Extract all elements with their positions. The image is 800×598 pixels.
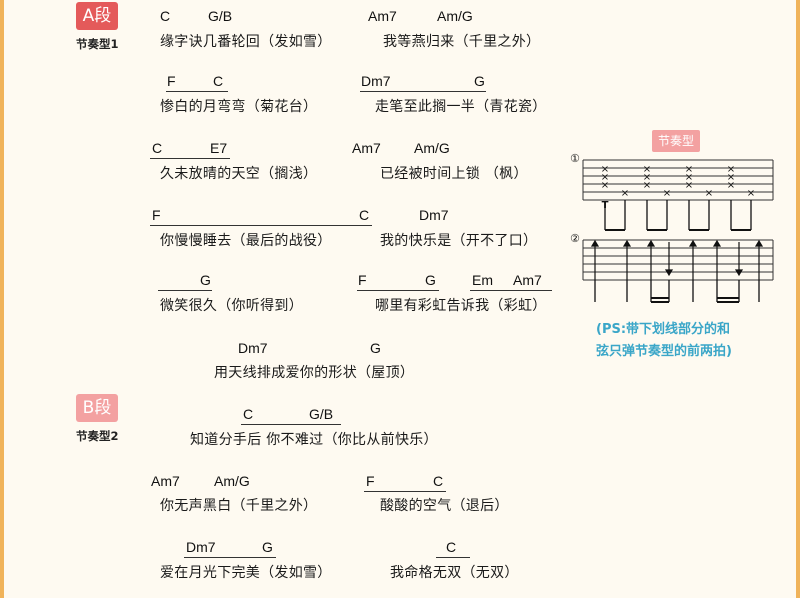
chord-underline: [436, 557, 470, 558]
lyric-line: 你慢慢睡去（最后的战役）: [160, 233, 332, 249]
svg-text:×: ×: [685, 180, 693, 191]
chord: C: [446, 539, 457, 555]
svg-text:×: ×: [663, 188, 671, 199]
svg-text:×: ×: [727, 172, 735, 183]
chord-underline: [158, 290, 212, 291]
left-border: [0, 0, 4, 598]
chord: Em: [472, 272, 493, 288]
svg-text:×: ×: [621, 188, 629, 199]
svg-text:×: ×: [643, 180, 651, 191]
chord-underline: [470, 290, 552, 291]
chord: G: [425, 272, 436, 288]
chord: Dm7: [361, 73, 391, 89]
chord: G/B: [309, 406, 334, 422]
chord: Am7: [368, 8, 397, 24]
chord: F: [167, 73, 176, 89]
lyric-line: 爱在月光下完美（发如雪）: [160, 565, 332, 581]
svg-text:×: ×: [685, 164, 693, 175]
svg-text:×: ×: [705, 188, 713, 199]
svg-text:×: ×: [727, 180, 735, 191]
chord: G: [200, 272, 211, 288]
rhythm-pattern-badge: 节奏型: [652, 130, 700, 152]
chord: Am7: [151, 473, 180, 489]
chord: G: [262, 539, 273, 555]
lyric-line: 用天线排成爱你的形状（屋顶）: [214, 365, 415, 381]
chord: Dm7: [238, 340, 268, 356]
right-border: [796, 0, 800, 598]
rhythm-tab-1: ××× × ××× × ××× × ××× × T: [582, 159, 774, 231]
chord: F: [366, 473, 375, 489]
ps-note-line-1: (PS:带下划线部分的和: [596, 322, 731, 337]
chord: Am7: [513, 272, 542, 288]
lyric-line: 我的快乐是（开不了口）: [380, 233, 538, 249]
svg-text:×: ×: [747, 188, 755, 199]
lyric-line: 你无声黑白（千里之外）: [160, 498, 318, 514]
lyric-line: 惨白的月弯弯（菊花台）: [160, 99, 318, 115]
svg-text:×: ×: [643, 172, 651, 183]
svg-text:×: ×: [601, 164, 609, 175]
lyric-line: 我等燕归来（千里之外）: [383, 34, 541, 50]
chord-underline: [357, 290, 439, 291]
chord: E7: [210, 140, 228, 156]
chord-underline: [184, 557, 276, 558]
chord-underline: [166, 91, 228, 92]
chord: G: [370, 340, 381, 356]
section-a-badge: A段: [76, 2, 118, 30]
section-a-pattern-label: 节奏型1: [76, 37, 119, 51]
svg-text:×: ×: [601, 172, 609, 183]
lyric-line: 走笔至此搁一半（青花瓷）: [375, 99, 547, 115]
ps-note-line-2: 弦只弹节奏型的前两拍): [596, 344, 732, 359]
section-b-pattern-label: 节奏型2: [76, 429, 119, 443]
chord: Am7: [352, 140, 381, 156]
lyric-line: 已经被时间上锁 （枫）: [380, 166, 528, 182]
chord: C: [160, 8, 171, 24]
chord-underline: [360, 91, 486, 92]
chord: Am/G: [214, 473, 250, 489]
svg-text:×: ×: [601, 180, 609, 191]
chord: F: [358, 272, 367, 288]
chord-underline: [150, 225, 372, 226]
svg-text:×: ×: [727, 164, 735, 175]
chord: G: [474, 73, 485, 89]
chord-underline: [241, 424, 341, 425]
chord: C: [243, 406, 254, 422]
lyric-line: 久未放晴的天空（搁浅）: [160, 166, 318, 182]
chord: C: [359, 207, 370, 223]
section-b-badge: B段: [76, 394, 118, 422]
lyric-line: 知道分手后 你不难过（你比从前快乐）: [190, 432, 438, 448]
chord-underline: [364, 491, 446, 492]
lyric-line: 酸酸的空气（退后）: [380, 498, 509, 514]
svg-text:×: ×: [685, 172, 693, 183]
chord: C: [433, 473, 444, 489]
chord: C: [213, 73, 224, 89]
rhythm-tab-2: [582, 239, 774, 303]
chord: Dm7: [186, 539, 216, 555]
pattern-number-1: ①: [570, 152, 580, 165]
lyric-line: 缘字诀几番轮回（发如雪）: [160, 34, 332, 50]
chord: Am/G: [414, 140, 450, 156]
chord: Am/G: [437, 8, 473, 24]
chord-underline: [150, 158, 230, 159]
lyric-line: 微笑很久（你听得到）: [160, 298, 303, 314]
chord: F: [152, 207, 161, 223]
chord: G/B: [208, 8, 233, 24]
lyric-line: 哪里有彩虹告诉我（彩虹）: [375, 298, 547, 314]
chord: C: [152, 140, 163, 156]
svg-text:×: ×: [643, 164, 651, 175]
chord: Dm7: [419, 207, 449, 223]
pattern-number-2: ②: [570, 232, 580, 245]
lyric-line: 我命格无双（无双）: [390, 565, 519, 581]
